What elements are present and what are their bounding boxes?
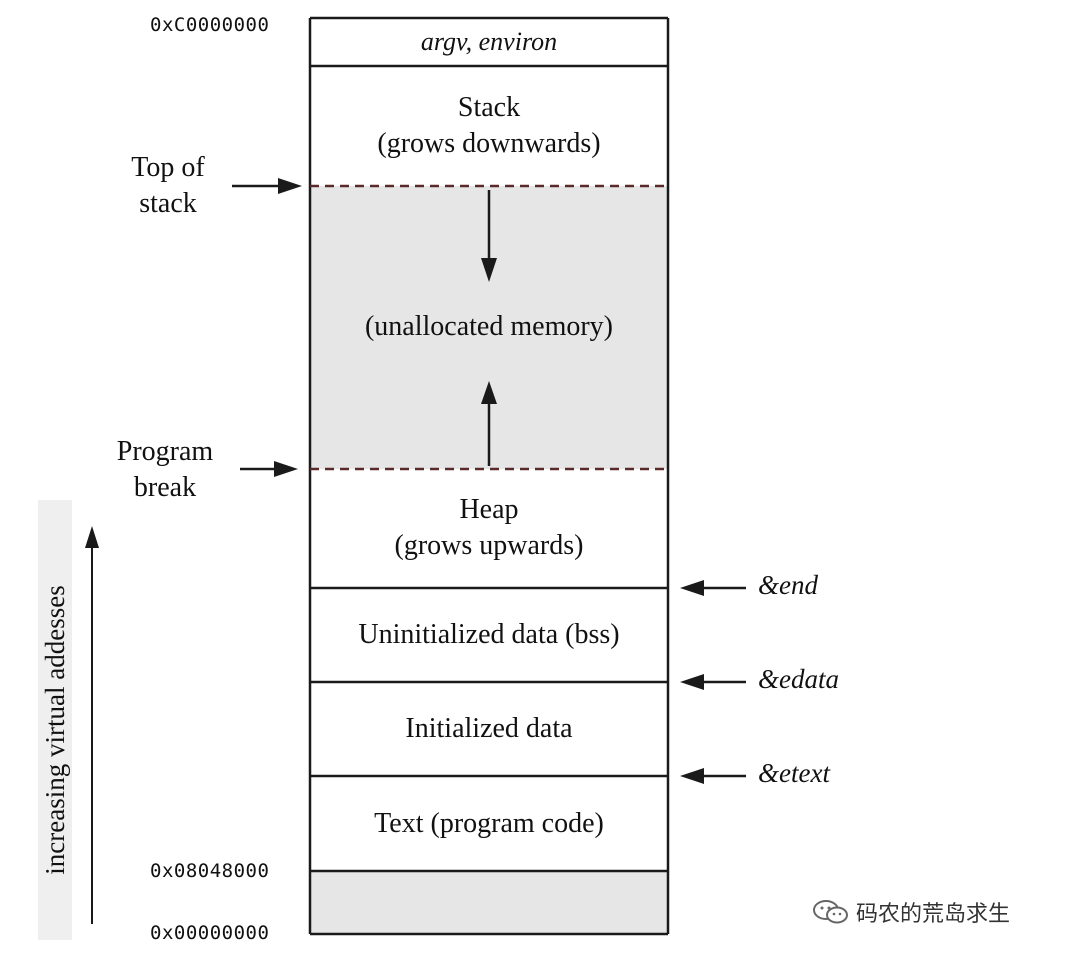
segment-heap-title: Heap (459, 494, 519, 525)
program-break-label-line1: Program (116, 436, 214, 467)
program-break-label-line2: break (133, 472, 197, 503)
wechat-icon (812, 898, 850, 926)
symbol-edata: &edata (758, 664, 839, 694)
stack-growth-arrow-head (481, 258, 497, 282)
address-top: 0xC0000000 (150, 14, 270, 36)
segment-bss: Uninitialized data (bss) (358, 619, 620, 650)
segment-text: Text (program code) (374, 808, 604, 839)
program-break-arrow-head (274, 461, 298, 477)
segment-heap-subtitle: (grows upwards) (394, 530, 584, 561)
axis-background (38, 500, 72, 940)
watermark-text: 码农的荒岛求生 (856, 902, 1011, 927)
end-arrow-head (680, 580, 704, 596)
address-axis-label-text: increasing virtual addesses (40, 585, 70, 875)
segment-stack-title: Stack (457, 92, 521, 123)
edata-arrow-head (680, 674, 704, 690)
watermark: 码农的荒岛求生 (812, 896, 1010, 928)
segment-initialized-data: Initialized data (405, 713, 573, 744)
heap-growth-arrow-head (481, 381, 497, 404)
top-of-stack-arrow-head (278, 178, 302, 194)
top-of-stack-label-line1: Top of (131, 152, 205, 183)
segment-argv-environ: argv, environ (420, 27, 558, 56)
reserved-region (311, 871, 668, 933)
symbol-end: &end (758, 570, 818, 600)
address-text-start: 0x08048000 (150, 860, 270, 882)
segment-unallocated-memory: (unallocated memory) (364, 311, 613, 342)
segment-stack-subtitle: (grows downwards) (377, 128, 601, 159)
top-of-stack-label-line2: stack (139, 188, 197, 219)
etext-arrow-head (680, 768, 704, 784)
symbol-etext: &etext (758, 758, 830, 788)
address-zero: 0x00000000 (150, 922, 270, 944)
address-axis-arrow-head (85, 526, 99, 548)
